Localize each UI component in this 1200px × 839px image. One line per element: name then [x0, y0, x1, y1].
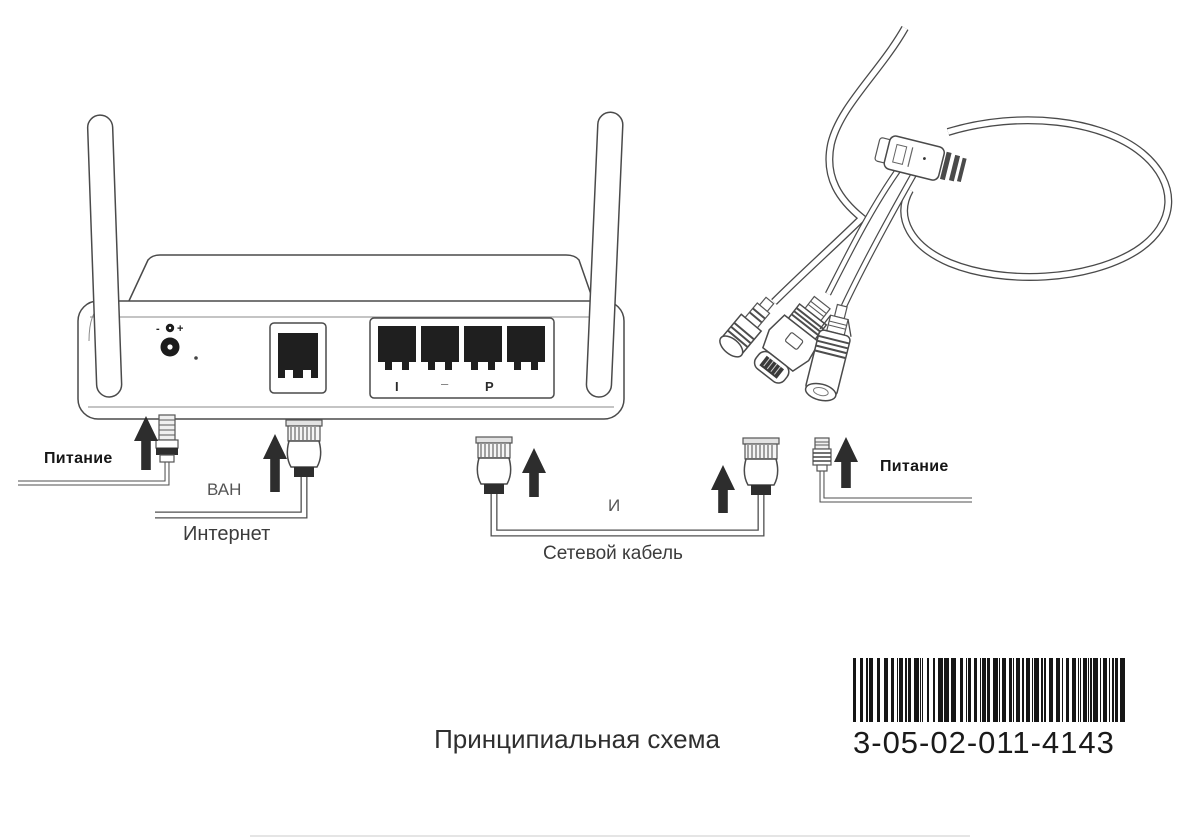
wan-label: ВАН	[207, 480, 242, 499]
camera-cable-illustration	[719, 26, 1173, 402]
power-right-label: Питание	[880, 458, 949, 475]
dc-jack-pin	[167, 344, 173, 350]
barcode: 3-05-02-011-4143	[853, 658, 1135, 761]
cable-internet	[155, 477, 308, 519]
power-jack: - +	[156, 323, 198, 360]
dc-plug-right-icon	[812, 437, 832, 472]
wan-port	[269, 322, 327, 394]
lan-label-p: P	[485, 379, 494, 394]
branch-cable-power	[841, 172, 917, 308]
internet-label: Интернет	[183, 523, 271, 545]
wan-port-socket	[278, 333, 318, 378]
cable-loop	[900, 116, 1173, 281]
barcode-number: 3-05-02-011-4143	[853, 725, 1115, 760]
cable-free-end	[771, 26, 909, 305]
dc-plug-left-icon	[155, 414, 179, 463]
polarity-plus: +	[177, 323, 183, 335]
router-top-cover	[127, 254, 595, 304]
reset-hole-icon	[194, 356, 198, 360]
polarity-icon-center	[168, 326, 172, 330]
connection-diagram	[18, 414, 972, 537]
up-arrow-icon-3	[522, 448, 546, 497]
lan-ports: I – P	[369, 317, 555, 399]
power-left-label: Питание	[44, 450, 113, 467]
up-arrow-icon-4	[711, 465, 735, 513]
rj45-plug-2-icon	[475, 436, 513, 494]
cable-network	[490, 494, 765, 537]
up-arrow-icon-2	[263, 434, 287, 492]
lan-port-2	[421, 326, 459, 370]
barcode-bars-icon	[853, 658, 1135, 722]
rj45-plug-3-icon	[742, 437, 780, 495]
rj45-socket-opening	[759, 355, 785, 379]
cable-junction	[874, 135, 967, 183]
up-arrow-icon-1	[134, 416, 158, 470]
antenna-right	[585, 111, 624, 398]
lan-port-4	[507, 326, 545, 370]
lan-label-dash: –	[441, 376, 449, 391]
lan-port-1	[378, 326, 416, 370]
diagram-title: Принципиальная схема	[434, 724, 720, 754]
and-label: И	[608, 496, 621, 515]
cable-power-right	[819, 470, 972, 503]
pigtail-dc-connector-icon	[804, 303, 852, 402]
pigtail-rj45-connector-icon	[753, 295, 831, 384]
scan-edge-line	[250, 835, 970, 837]
lan-label-i: I	[395, 379, 399, 394]
rj45-plug-1-icon	[285, 419, 323, 477]
up-arrow-icon-5	[834, 437, 858, 488]
router-illustration: - + I – P	[77, 111, 625, 420]
branch-cable-rj45	[825, 160, 907, 296]
polarity-minus: -	[156, 323, 160, 335]
pigtail-barrel-connector-icon	[719, 296, 775, 358]
lan-port-3	[464, 326, 502, 370]
antenna-left	[86, 114, 123, 398]
network-cable-label: Сетевой кабель	[543, 543, 683, 564]
cable-power-left	[18, 458, 170, 486]
